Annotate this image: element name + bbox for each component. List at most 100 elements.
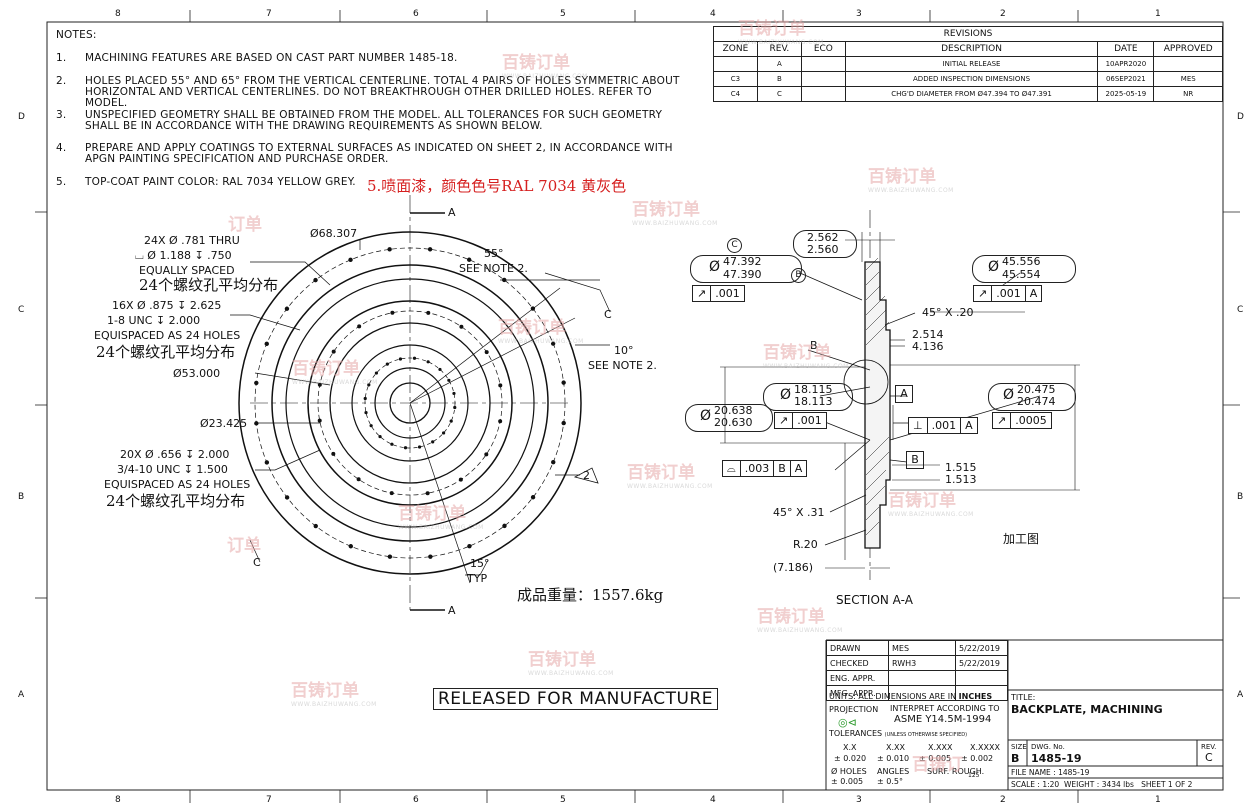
section-view — [720, 210, 1080, 580]
table-cell: NR — [1153, 86, 1223, 102]
zone-label: B — [18, 492, 25, 502]
bolt-hole — [369, 424, 373, 428]
bolt-hole — [331, 349, 336, 354]
cut-label-top: A — [448, 206, 456, 219]
chamfer-31: 45° X .31 — [773, 506, 825, 519]
zone-label: 4 — [710, 9, 716, 19]
cut-label-bottom: A — [448, 604, 456, 617]
note-number: 5. — [56, 176, 67, 188]
bolt-hole — [389, 491, 394, 496]
zone-label: A — [18, 690, 25, 700]
bolt-hole — [264, 460, 270, 465]
watermark: 百铸订 — [912, 755, 963, 775]
bolt-hole — [428, 554, 433, 559]
dim-box-45 — [972, 255, 1076, 283]
bolt-hole — [387, 247, 392, 252]
tolerance-header: X.X — [843, 743, 857, 752]
note-number: 4. — [56, 142, 67, 154]
bolt-hole — [441, 431, 446, 435]
zone-label: C — [18, 305, 25, 315]
hole1-chinese: 24个螺纹孔平均分布 — [139, 276, 279, 294]
size-value: B — [1011, 752, 1020, 765]
zone-label: D — [18, 112, 25, 122]
diameter-45-upper: 45.556 — [1002, 255, 1041, 268]
table-cell: B — [756, 71, 802, 87]
diameter-20475-upper: 20.475 — [1017, 383, 1056, 396]
tolerances-label: TOLERANCES (UNLESS OTHERWISE SPECIFIED) — [829, 729, 968, 738]
diameter-18115-symbol: Ø — [780, 387, 792, 403]
hole3-line1: 20X Ø .656 ↧ 2.000 — [120, 448, 230, 461]
released-stamp: RELEASED FOR MANUFACTURE — [433, 688, 719, 710]
bolt-hole — [502, 523, 507, 529]
bolt-hole — [403, 446, 408, 450]
hole3-chinese: 24个螺纹孔平均分布 — [106, 492, 246, 510]
table-cell — [1153, 56, 1223, 72]
revisions-header-cell: DATE — [1097, 41, 1155, 57]
note-text: UNSPECIFIED GEOMETRY SHALL BE OBTAINED F… — [85, 109, 663, 132]
standard-label: ASME Y14.5M-1994 — [894, 714, 992, 725]
fcf-runout-18: ↗.001 — [774, 412, 827, 429]
finished-weight-chinese: 成品重量：1557.6kg — [517, 586, 664, 604]
surf-rough: SURF. ROUGH. — [927, 767, 985, 776]
diameter-47-upper: 47.392 — [723, 255, 762, 268]
table-cell: ADDED INSPECTION DIMENSIONS — [844, 71, 1099, 87]
bolt-hole — [452, 391, 456, 396]
dwg-number: 1485-19 — [1031, 752, 1082, 765]
bolt-hole — [550, 341, 556, 346]
table-cell — [800, 56, 846, 72]
fcf-runout-20475: ↗.0005 — [992, 412, 1052, 429]
hole3-line3: EQUISPACED AS 24 HOLES — [104, 478, 251, 491]
circle-b-marker: B — [791, 268, 806, 283]
bolt-hole — [427, 247, 433, 252]
table-cell — [800, 71, 846, 87]
zone-label: 6 — [413, 9, 419, 19]
note-flag-2: 2 — [583, 469, 590, 482]
drawing-title: BACKPLATE, MACHINING — [1011, 703, 1163, 716]
watermark: 订单 — [228, 215, 262, 235]
scale-weight-sheet: SCALE : 1:20 WEIGHT : 3434 lbs SHEET 1 O… — [1011, 780, 1193, 789]
hole2-line1: 16X Ø .875 ↧ 2.625 — [112, 299, 222, 312]
tolerance-value: ± 0.005 — [919, 754, 952, 763]
zone-label: 8 — [115, 9, 121, 19]
rev-value: C — [1205, 751, 1213, 764]
table-cell: C3 — [713, 71, 758, 87]
bolt-hole — [551, 459, 556, 465]
bolt-hole — [467, 543, 472, 549]
tolerance-value: ± 0.010 — [877, 754, 910, 763]
bolt-hole — [561, 420, 566, 426]
table-cell — [713, 56, 758, 72]
hole1-line2: ⌴ Ø 1.188 ↧ .750 — [135, 249, 232, 262]
table-cell: 10APR2020 — [1097, 56, 1155, 72]
tolerance-header: X.XXX — [928, 743, 953, 752]
bolt-hole — [284, 306, 290, 311]
bolt-hole — [356, 477, 361, 482]
diameter-53-dim: Ø53.000 — [173, 367, 221, 380]
diameter-20638-symbol: Ø — [700, 408, 712, 424]
bolt-hole — [561, 380, 566, 385]
bolt-hole — [398, 357, 403, 361]
table-cell: C4 — [713, 86, 758, 102]
bolt-holes-inner — [363, 356, 457, 450]
dim-box-20475 — [988, 383, 1076, 411]
see-note-2-b: SEE NOTE 2. — [588, 359, 657, 372]
note-text: MACHINING FEATURES ARE BASED ON CAST PAR… — [85, 52, 458, 64]
hole1-line3: EQUALLY SPACED — [139, 264, 235, 277]
datum-a-box: A — [895, 385, 913, 403]
bolt-holes-mid — [317, 310, 503, 496]
zone-label: 8 — [115, 795, 121, 805]
projection-icon: ◎⊲ — [838, 716, 857, 729]
bolt-hole — [458, 477, 463, 482]
bolt-hole — [390, 310, 395, 315]
bolt-holes-outer — [254, 247, 566, 559]
bolt-hole — [313, 523, 318, 529]
